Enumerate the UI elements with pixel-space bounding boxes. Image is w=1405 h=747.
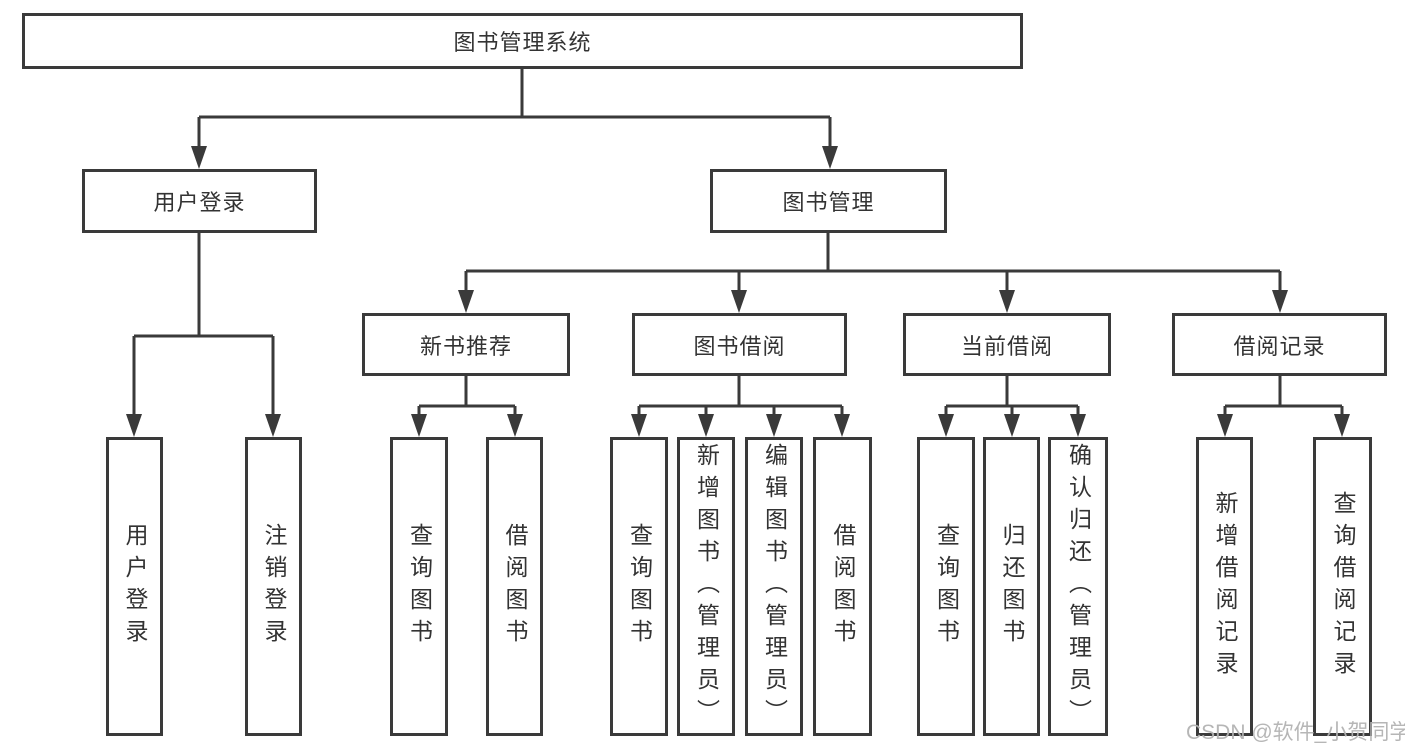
leaf-current-confirm-return-admin-label: 确认归还（管理员） <box>1065 442 1092 731</box>
leaf-newbook-borrow-books-label: 借阅图书 <box>502 522 528 651</box>
leaf-logout: 注销登录 <box>245 437 302 736</box>
node-book-borrowing-label: 图书借阅 <box>693 333 786 359</box>
node-book-management: 图书管理 <box>710 169 947 233</box>
leaf-current-query-books-label: 查询图书 <box>933 522 960 651</box>
leaf-records-query-record-label: 查询借阅记录 <box>1330 490 1356 683</box>
leaf-borrowing-edit-books-admin: 编辑图书（管理员） <box>745 437 803 736</box>
node-current-borrowing: 当前借阅 <box>903 313 1111 376</box>
leaf-current-confirm-return-admin: 确认归还（管理员） <box>1048 437 1108 736</box>
leaf-newbook-query-books: 查询图书 <box>390 437 448 736</box>
leaf-borrowing-query-books-label: 查询图书 <box>626 522 653 651</box>
csdn-watermark: CSDN @软件_小贺同学 <box>1186 721 1405 744</box>
leaf-records-add-record: 新增借阅记录 <box>1196 437 1253 736</box>
leaf-current-return-books: 归还图书 <box>983 437 1040 736</box>
node-user-login-label: 用户登录 <box>153 190 246 215</box>
node-root-label: 图书管理系统 <box>453 30 592 55</box>
leaf-borrowing-edit-books-admin-label: 编辑图书（管理员） <box>761 442 788 731</box>
leaf-newbook-query-books-label: 查询图书 <box>406 522 433 651</box>
node-borrowing-records-label: 借阅记录 <box>1233 333 1326 359</box>
leaf-newbook-borrow-books: 借阅图书 <box>486 437 543 736</box>
leaf-records-query-record: 查询借阅记录 <box>1313 437 1372 736</box>
leaf-borrowing-add-books-admin-label: 新增图书（管理员） <box>693 442 720 731</box>
leaf-logout-label: 注销登录 <box>261 522 287 651</box>
node-current-borrowing-label: 当前借阅 <box>960 333 1053 359</box>
leaf-current-return-books-label: 归还图书 <box>999 522 1025 651</box>
node-new-book-recommend: 新书推荐 <box>362 313 570 376</box>
node-borrowing-records: 借阅记录 <box>1172 313 1387 376</box>
node-book-management-label: 图书管理 <box>782 190 875 215</box>
leaf-borrowing-borrow-books-label: 借阅图书 <box>830 522 856 651</box>
leaf-borrowing-add-books-admin: 新增图书（管理员） <box>677 437 735 736</box>
leaf-borrowing-query-books: 查询图书 <box>610 437 668 736</box>
leaf-user-login: 用户登录 <box>106 437 163 736</box>
node-book-borrowing: 图书借阅 <box>632 313 847 376</box>
leaf-borrowing-borrow-books: 借阅图书 <box>813 437 872 736</box>
node-user-login: 用户登录 <box>82 169 317 233</box>
node-root: 图书管理系统 <box>22 13 1023 69</box>
leaf-user-login-label: 用户登录 <box>122 522 148 651</box>
leaf-current-query-books: 查询图书 <box>917 437 975 736</box>
node-new-book-recommend-label: 新书推荐 <box>419 333 512 359</box>
leaf-records-add-record-label: 新增借阅记录 <box>1212 490 1238 683</box>
